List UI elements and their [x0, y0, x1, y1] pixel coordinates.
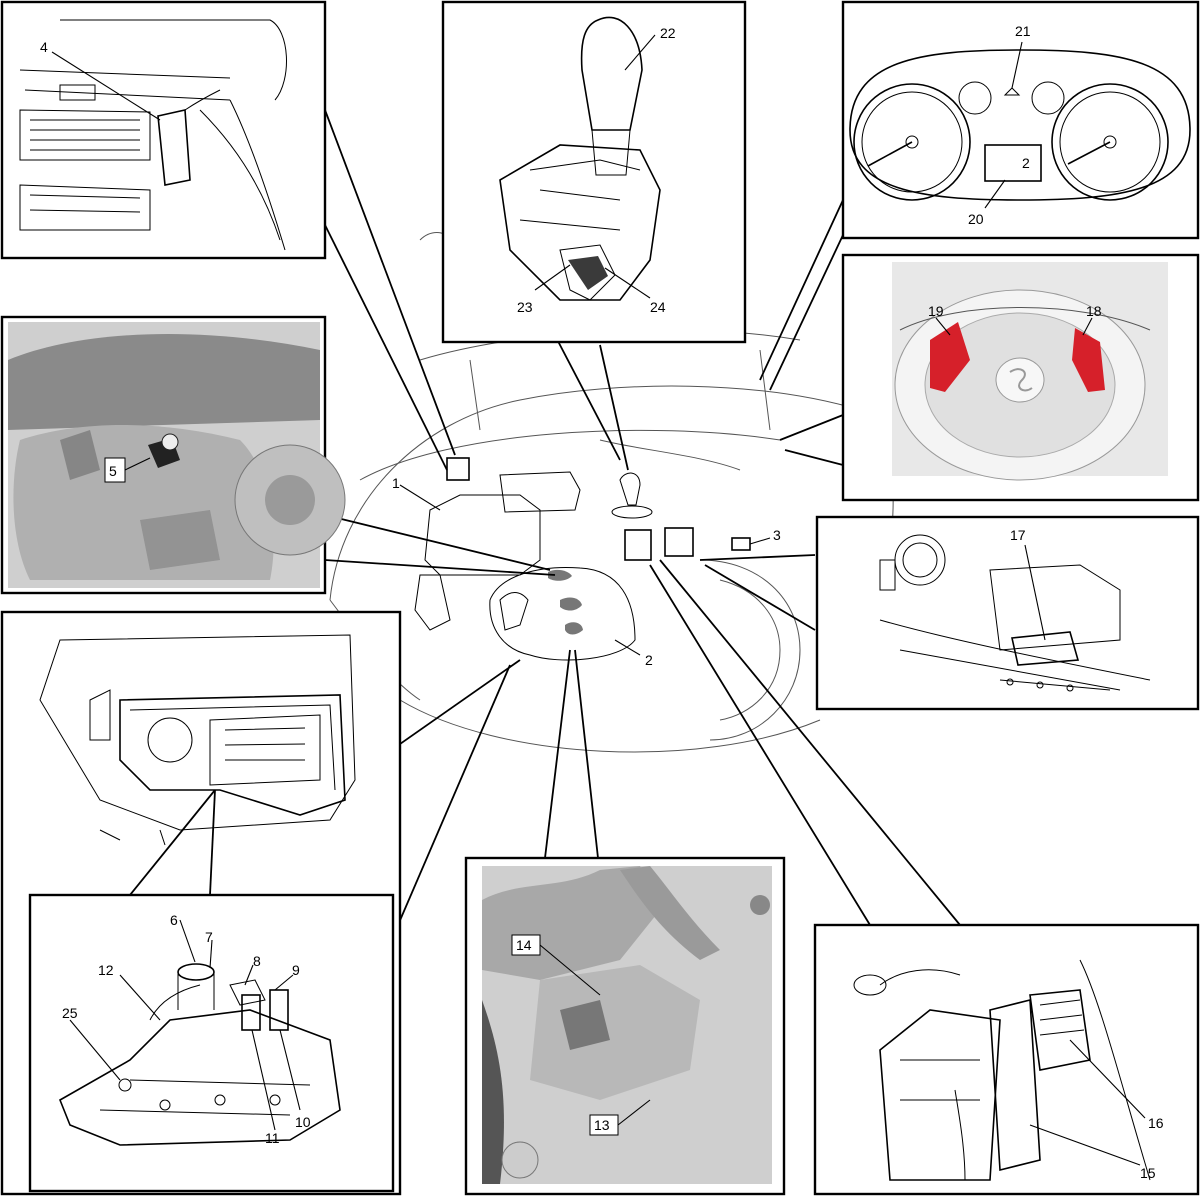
label-item-1: 1 — [392, 475, 400, 491]
panel-item-5: 5 — [0, 315, 346, 595]
label-item-10: 10 — [295, 1114, 311, 1130]
label-item-12: 12 — [98, 962, 114, 978]
vehicle-overview: 1 2 3 — [329, 232, 894, 753]
label-item-24: 24 — [650, 299, 666, 315]
label-item-18: 18 — [1086, 303, 1102, 319]
component-marker-item-3 — [731, 537, 751, 551]
gear-position-value: 2 — [1022, 155, 1030, 171]
panel-item-17: 17 — [815, 515, 1200, 711]
label-item-25: 25 — [62, 1005, 78, 1021]
panel-paddle-shifters: 19 18 — [841, 253, 1200, 502]
label-item-3: 3 — [773, 527, 781, 543]
label-item-20: 20 — [968, 211, 984, 227]
label-item-17: 17 — [1010, 527, 1026, 543]
label-item-13: 13 — [594, 1117, 610, 1133]
panel-items-15-16: 16 15 — [813, 923, 1200, 1196]
label-item-7: 7 — [205, 929, 213, 945]
label-item-15: 15 — [1140, 1165, 1156, 1181]
component-marker-shift-switch — [664, 527, 694, 557]
label-item-23: 23 — [517, 299, 533, 315]
label-item-19: 19 — [928, 303, 944, 319]
label-item-5: 5 — [109, 463, 117, 479]
gear-position-display — [984, 144, 1042, 182]
label-item-2: 2 — [645, 652, 653, 668]
panel-valve-body-detail: 6 7 8 9 10 11 12 25 — [28, 893, 395, 1193]
label-item-4: 4 — [40, 39, 48, 55]
label-item-9: 9 — [292, 962, 300, 978]
engine-block — [414, 471, 636, 661]
component-marker-select-indicator — [624, 529, 652, 561]
label-item-16: 16 — [1148, 1115, 1164, 1131]
component-marker-tcm — [446, 457, 470, 481]
paddle-right — [1072, 328, 1105, 392]
panel-item-4: 4 — [0, 0, 327, 260]
label-item-21: 21 — [1015, 23, 1031, 39]
panel-shift-lever: 22 23 24 — [441, 0, 747, 344]
label-item-22: 22 — [660, 25, 676, 41]
paddle-left — [930, 322, 970, 392]
panel-instrument-cluster: 2 21 20 — [841, 0, 1200, 240]
label-item-11: 11 — [265, 1130, 280, 1146]
label-item-8: 8 — [253, 953, 261, 969]
panel-items-13-14: 14 13 — [464, 856, 786, 1196]
label-item-14: 14 — [516, 937, 532, 953]
label-item-6: 6 — [170, 912, 178, 928]
